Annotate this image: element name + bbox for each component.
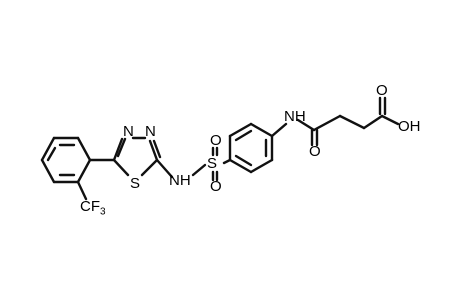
o-amide: O: [309, 143, 321, 160]
oh-acid: OH: [398, 118, 421, 135]
bond-lines: [40, 96, 400, 201]
n-thiadiazole-left: N: [123, 123, 134, 140]
o-sulfonyl-top: O: [210, 132, 222, 149]
cf3-subscript: 3: [100, 207, 106, 218]
s-thiadiazole: S: [130, 175, 140, 192]
nh-sulfonamide: NH: [169, 172, 191, 189]
n-thiadiazole-right: N: [145, 123, 156, 140]
nh-amide: NH: [284, 108, 306, 125]
atom-labels: N N S NH S O O NH O O OH CF 3: [80, 82, 421, 218]
o-sulfonyl-bottom: O: [210, 178, 222, 195]
s-sulfonyl: S: [207, 155, 217, 172]
cf3-main: CF: [80, 198, 100, 215]
o-acid: O: [376, 82, 388, 99]
